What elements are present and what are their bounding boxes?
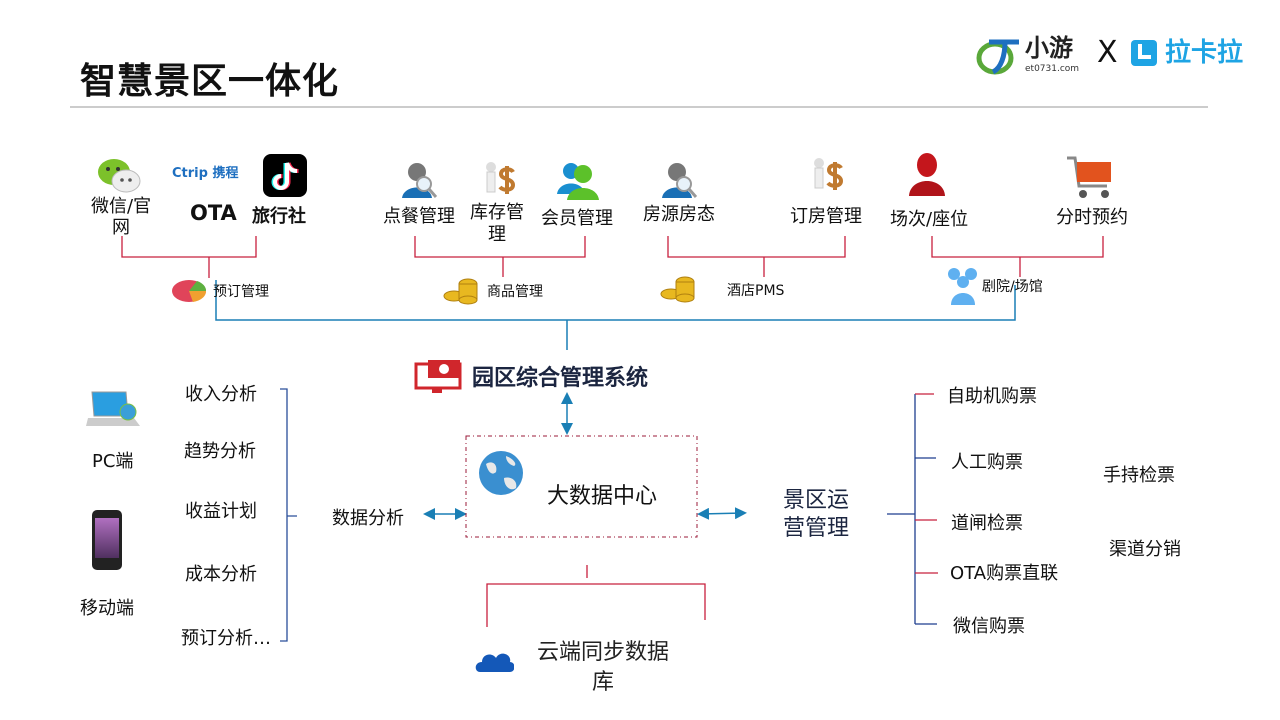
wechat-icon (98, 159, 141, 193)
goods-ordering-label: 点餐管理 (383, 206, 455, 227)
pie-chart-icon (172, 280, 207, 302)
channel-travel-agency-label: 旅行社 (252, 206, 306, 227)
dollar-figure-icon (486, 162, 516, 194)
analysis-item: 成本分析 (185, 564, 257, 585)
big-data-center-label: 大数据中心 (547, 484, 658, 509)
venue-timeslot-label: 分时预约 (1056, 207, 1128, 228)
analysis-item: 预订分析… (181, 628, 271, 649)
dollar-figure-icon (814, 158, 844, 190)
brand1-url: et0731.com (1025, 64, 1080, 74)
ticket-item: OTA购票直联 (950, 563, 1059, 584)
red-user-icon (909, 153, 945, 196)
analysis-item: 收入分析 (185, 384, 257, 405)
device-mobile-label: 移动端 (80, 598, 134, 619)
brand1-name: 小游 (1025, 34, 1073, 62)
goods-member-label: 会员管理 (541, 208, 613, 229)
scenic-ops-label: 景区运 营管理 (783, 488, 850, 541)
group-booking-label: 预订管理 (213, 284, 269, 300)
goods-inventory-label: 库存管 理 (470, 202, 524, 245)
ctrip-icon: Ctrip 携程 (172, 166, 239, 181)
channel-ota-label: OTA (190, 201, 237, 225)
page-title: 智慧景区一体化 (80, 61, 340, 102)
user-search-icon (662, 163, 698, 198)
money-monitor-icon (414, 360, 462, 393)
hotel-booking-label: 订房管理 (790, 206, 862, 227)
cart-icon (1067, 156, 1111, 198)
members-icon (557, 163, 599, 200)
logo-separator: X (1097, 35, 1118, 70)
park-system-label: 园区综合管理系统 (472, 366, 649, 391)
extra-item-channel: 渠道分销 (1109, 539, 1181, 560)
analysis-item: 趋势分析 (184, 441, 256, 462)
globe-icon (479, 451, 523, 495)
data-analysis-label: 数据分析 (332, 508, 404, 529)
blue-bus-line (215, 280, 1016, 520)
group-theater-label: 剧院/场馆 (982, 279, 1043, 295)
extra-item-handheld: 手持检票 (1103, 465, 1175, 486)
brand-logo: 小游 et0731.com X 拉卡拉 (975, 34, 1255, 76)
channel-wechat-label: 微信/官 网 (91, 196, 152, 238)
big-data-box (465, 435, 698, 538)
ticket-tree-red-ticks (915, 393, 938, 574)
mobile-phone-icon (92, 510, 122, 570)
ticket-item: 道闸检票 (951, 513, 1023, 534)
group-hotel-pms-label: 酒店PMS (727, 283, 785, 299)
coins-icon (660, 276, 695, 303)
hotel-rooms-label: 房源房态 (643, 204, 715, 225)
red-brackets (121, 236, 1104, 627)
device-pc-label: PC端 (92, 451, 134, 472)
tiktok-icon (263, 154, 307, 197)
analysis-bracket (280, 388, 297, 642)
ticket-item: 自助机购票 (947, 386, 1037, 407)
coins-icon (443, 278, 478, 305)
venue-seats-label: 场次/座位 (890, 209, 969, 230)
et-logo-icon (976, 39, 1019, 75)
group-icon (948, 268, 977, 305)
group-goods-label: 商品管理 (487, 284, 543, 300)
ticket-item: 微信购票 (953, 616, 1025, 637)
ticket-tree (887, 394, 937, 625)
cloud-icon (475, 653, 514, 672)
analysis-item: 收益计划 (185, 501, 257, 522)
cloud-db-label: 云端同步数据 库 (537, 640, 670, 695)
laptop-icon (86, 391, 140, 426)
lakala-logo-icon (1131, 40, 1157, 66)
ticket-item: 人工购票 (951, 452, 1023, 473)
brand2-name: 拉卡拉 (1165, 38, 1244, 68)
user-search-icon (402, 163, 438, 198)
